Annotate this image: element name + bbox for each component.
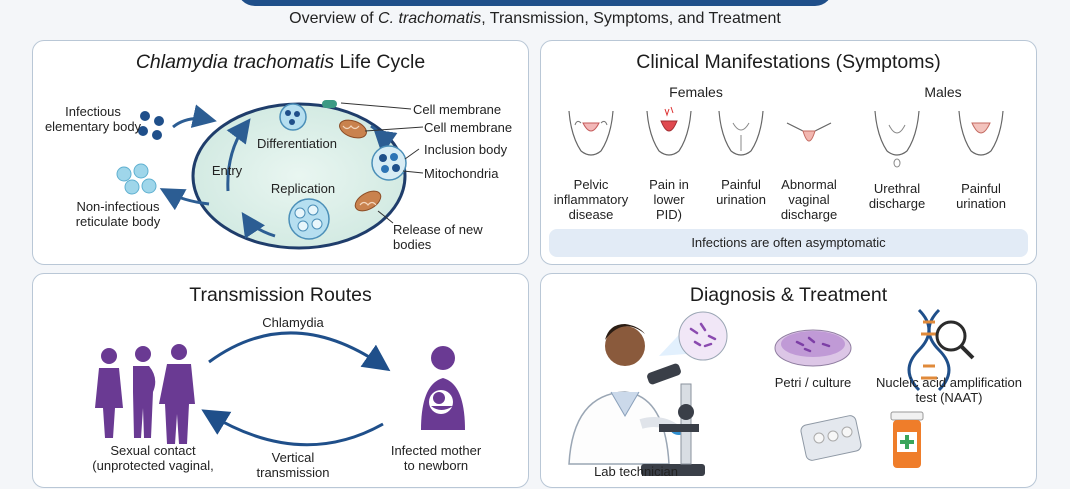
pills-icon: [800, 415, 862, 461]
pelvis-inflammation-icon: [568, 110, 614, 156]
cycle-arrow-icon: [241, 212, 276, 239]
chlamydia-label: Chlamydia: [262, 315, 324, 330]
cell-membrane-label-1: Cell membrane: [413, 102, 502, 117]
differentiation-inclusion-icon: [279, 103, 307, 131]
vertical-arrow-icon: [201, 409, 384, 447]
cell-membrane-label-2: Cell membrane: [424, 120, 513, 135]
symptom-figures: [568, 106, 1004, 168]
lab-technician-icon: [568, 324, 687, 465]
symptom-label: Abnormal vaginal discharge: [780, 177, 838, 222]
lab-technician-label: Lab technician: [594, 464, 678, 479]
symptom-label: Urethral discharge: [868, 181, 926, 211]
painful-urination-icon: [718, 110, 764, 156]
infectious-label: Infectious elementary body: [44, 104, 142, 134]
replication-label: Replication: [270, 181, 336, 196]
transmission-title: Transmission Routes: [189, 284, 372, 306]
entry-label: Entry: [211, 163, 243, 178]
mitochondria-label: Mitochondria: [424, 166, 499, 181]
entry-arrow-icon: [172, 104, 217, 129]
petri-dish-icon: [774, 329, 852, 367]
naat-label: Nucleic acid amplification test (NAAT): [876, 375, 1022, 405]
exit-arrow-icon: [159, 188, 210, 211]
symptom-label: Painful urination: [716, 177, 766, 207]
mitochondria-icon: [339, 119, 382, 212]
symptom-label: Pain in lower PID): [649, 177, 689, 222]
lower-pain-icon: [646, 106, 692, 156]
membrane-blob-icon: [322, 100, 337, 108]
petri-label: Petri / culture: [774, 375, 852, 390]
forward-arrow-icon: [208, 331, 391, 372]
lifecycle-panel: Chlamydia trachomatis Life Cycle: [32, 40, 529, 265]
symptom-label: Pelvic inflammatory disease: [553, 177, 629, 222]
males-label: Males: [924, 84, 962, 100]
page-subtitle: Overview of C. trachomatis, Transmission…: [289, 10, 781, 27]
magnified-bacteria-icon: [678, 311, 728, 361]
cycle-arrow-icon: [226, 118, 251, 192]
transmission-panel: Transmission Routes Chlamydia Sexual con…: [32, 273, 529, 488]
vertical-transmission-label: Vertical transmission: [256, 450, 330, 480]
noninfectious-label: Non-infectious reticulate body: [75, 199, 161, 229]
diagnosis-panel: Diagnosis & Treatment: [540, 273, 1037, 488]
urethral-discharge-icon: [874, 110, 920, 168]
elementary-body-icon: [138, 111, 164, 140]
mother-newborn-icon: [421, 346, 465, 430]
symptom-label: Painful urination: [956, 181, 1006, 211]
inclusion-body-icon: [371, 145, 407, 181]
symptoms-title: Clinical Manifestations (Symptoms): [636, 51, 941, 73]
mother-label: Infected mother to newborn: [390, 443, 482, 473]
inclusion-body-label: Inclusion body: [424, 142, 508, 157]
females-label: Females: [669, 84, 723, 100]
transmission-diagram: [95, 331, 465, 447]
differentiation-label: Differentiation: [257, 136, 337, 151]
header-banner: [237, 0, 833, 6]
release-label: Release of new bodies: [393, 222, 483, 252]
reticulate-body-icon: [116, 163, 157, 195]
people-icon: [95, 344, 195, 444]
pill-bottle-icon: [890, 411, 924, 468]
diagnosis-title: Diagnosis & Treatment: [689, 284, 888, 306]
symptoms-panel: Clinical Manifestations (Symptoms) Femal…: [540, 40, 1037, 265]
male-painful-urination-icon: [958, 110, 1004, 156]
lifecycle-diagram: [116, 100, 424, 250]
asymptomatic-note: Infections are often asymptomatic: [549, 229, 1028, 257]
dna-magnifier-icon: [907, 308, 975, 392]
replication-inclusion-icon: [288, 198, 330, 240]
vaginal-discharge-icon: [786, 122, 832, 142]
lifecycle-title: Chlamydia trachomatis Life Cycle: [135, 51, 426, 73]
diagnosis-illustration: [568, 308, 975, 476]
sexual-contact-label: Sexual contact (unprotected vaginal,: [92, 443, 214, 473]
